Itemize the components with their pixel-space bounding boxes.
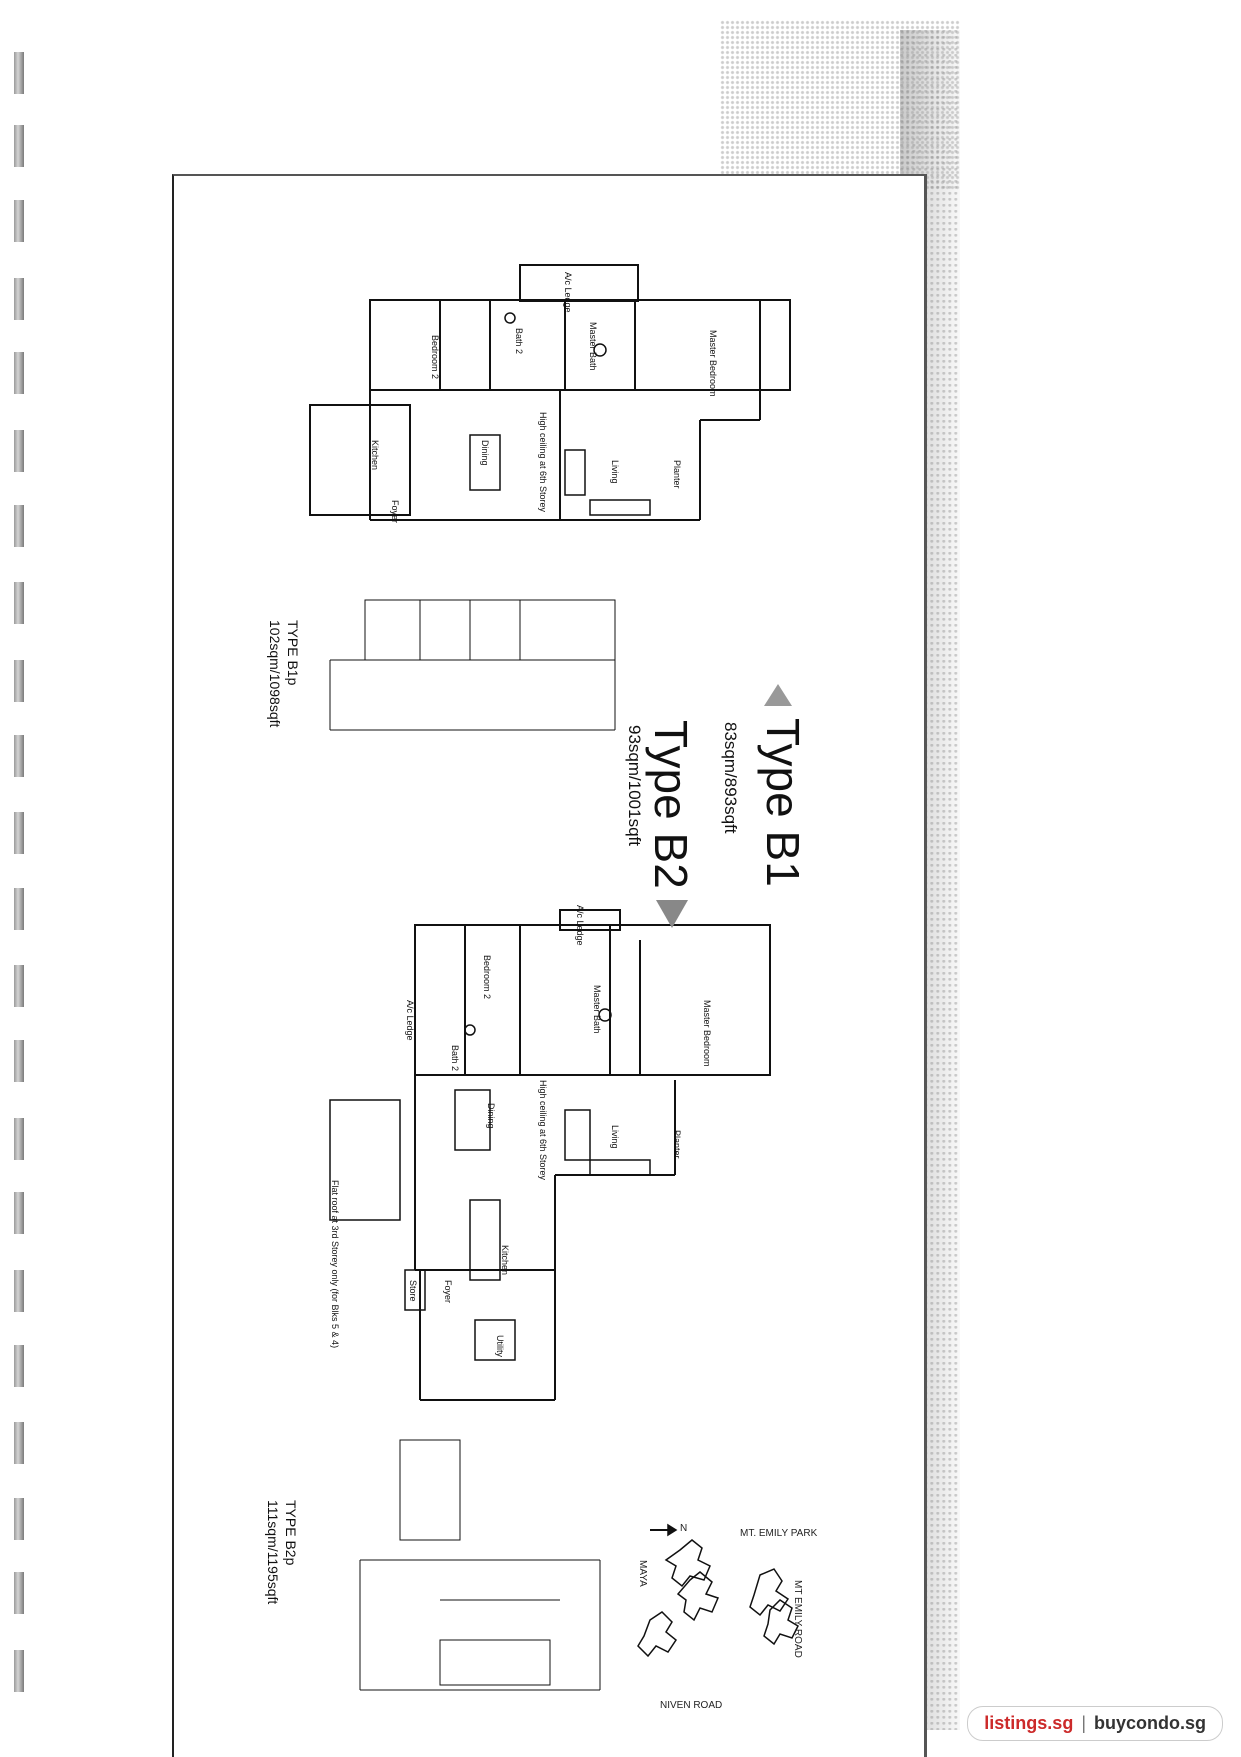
- binder-hole: [14, 660, 24, 702]
- binder-hole: [14, 505, 24, 547]
- binder-hole: [14, 200, 24, 242]
- brand-buycondo: buycondo.sg: [1094, 1713, 1206, 1733]
- type-b1p-title: TYPE B1p: [285, 620, 301, 686]
- type-b1-area: 83sqm/893sqft: [721, 722, 740, 834]
- type-b1p-plan: [329, 599, 616, 731]
- site-map: [637, 1523, 799, 1658]
- type-b2-marker-triangle: [656, 900, 688, 928]
- b2-ac-ledge2-label: A/c Ledge: [405, 1000, 415, 1041]
- binder-hole: [14, 1040, 24, 1082]
- type-b1-marker-triangle: [764, 684, 792, 706]
- b1-kitchen-label: Kitchen: [370, 440, 380, 471]
- type-b2-title: Type B2: [645, 720, 697, 889]
- binder-hole: [14, 1498, 24, 1540]
- b2-foyer-label: Foyer: [443, 1280, 453, 1304]
- b2-planter-label: Planter: [672, 1130, 682, 1159]
- b1-bath2-label: Bath 2: [514, 328, 524, 355]
- binder-hole: [14, 1650, 24, 1692]
- binder-hole: [14, 52, 24, 94]
- map-maya-label: MAYA: [637, 1560, 648, 1587]
- brochure-sheet: [172, 174, 927, 1757]
- b1-high-ceiling-label: High ceiling at 6th Storey: [538, 412, 548, 513]
- binder-hole: [14, 1192, 24, 1234]
- b2-flat-roof-label: Flat roof at 3rd Storey only (for Blks 5…: [330, 1180, 340, 1349]
- binder-hole: [14, 352, 24, 394]
- type-b2-area: 93sqm/1001sqft: [625, 725, 644, 846]
- binder-hole: [14, 125, 24, 167]
- b1-dining-label: Dining: [480, 440, 490, 466]
- brand-separator: |: [1081, 1713, 1086, 1733]
- binder-hole: [14, 1270, 24, 1312]
- map-north-label: N: [680, 1523, 688, 1534]
- b2-high-ceiling-label: High ceiling at 6th Storey: [538, 1080, 548, 1181]
- map-mt-emily-park: MT. EMILY PARK: [740, 1528, 818, 1539]
- map-mt-emily-road: MT EMILY ROAD: [792, 1580, 803, 1658]
- site-watermark: listings.sg | buycondo.sg: [967, 1706, 1223, 1741]
- binder-hole: [14, 888, 24, 930]
- binder-hole: [14, 582, 24, 624]
- binder-hole: [14, 1118, 24, 1160]
- brand-listings: listings.sg: [984, 1713, 1074, 1733]
- type-b1p-area: 102sqm/1098sqft: [267, 620, 283, 728]
- binder-hole: [14, 735, 24, 777]
- type-b1p-caption: TYPE B1p 102sqm/1098sqft: [266, 620, 302, 727]
- binder-hole: [14, 1572, 24, 1614]
- b2-utility-label: Utility: [495, 1335, 505, 1357]
- b1-bedroom2-label: Bedroom 2: [430, 335, 440, 380]
- binder-hole: [14, 1422, 24, 1464]
- b2-master-bath-label: Master Bath: [592, 985, 602, 1034]
- binder-hole: [14, 278, 24, 320]
- type-b2p-plan: [359, 1439, 601, 1691]
- b2-dining-label: Dining: [486, 1103, 496, 1129]
- type-b2-plan: [329, 909, 771, 1401]
- b2-kitchen-label: Kitchen: [500, 1245, 510, 1276]
- b1-living-label: Living: [610, 460, 620, 484]
- type-b2p-title: TYPE B2p: [283, 1500, 299, 1566]
- type-b1-title: Type B1: [757, 718, 809, 887]
- b2-ac-ledge-label: A/c Ledge: [575, 905, 585, 946]
- map-niven-road: NIVEN ROAD: [660, 1700, 723, 1711]
- b1-planter-label: Planter: [672, 460, 682, 489]
- binder-hole: [14, 965, 24, 1007]
- b1-ac-ledge-label: A/c Ledge: [563, 272, 573, 313]
- b2-store-label: Store: [408, 1280, 418, 1302]
- b2-living-label: Living: [610, 1125, 620, 1149]
- b1-master-bedroom-label: Master Bedroom: [708, 330, 718, 397]
- b2-bath2-label: Bath 2: [450, 1045, 460, 1072]
- b2-bedroom2-label: Bedroom 2: [482, 955, 492, 1000]
- b1-foyer-label: Foyer: [390, 500, 400, 524]
- type-b1-plan: [309, 264, 791, 521]
- binder-hole: [14, 1345, 24, 1387]
- binder-hole: [14, 430, 24, 472]
- b1-master-bath-label: Master Bath: [588, 322, 598, 371]
- b2-master-bedroom-label: Master Bedroom: [702, 1000, 712, 1067]
- type-b2p-area: 111sqm/1195sqft: [265, 1500, 281, 1605]
- binder-hole: [14, 812, 24, 854]
- type-b2p-caption: TYPE B2p 111sqm/1195sqft: [264, 1500, 300, 1604]
